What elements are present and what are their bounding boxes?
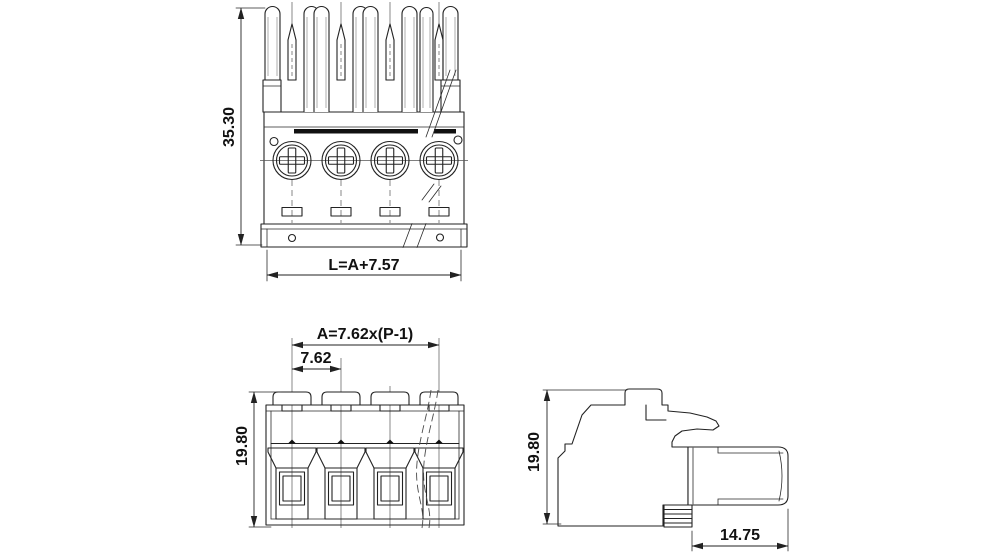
contact-bar [434,129,456,134]
dim-label-side-depth: 14.75 [720,527,760,544]
wire-slot [428,206,450,217]
wire-slot [330,206,352,217]
wire-slot [379,206,401,217]
dimension-height: 19.80 [234,391,282,528]
screw-head [321,140,361,181]
keying-bump [419,391,459,406]
dimension-depth: 14.75 [691,508,789,552]
dim-label-pitch-overall: A=7.62x(P-1) [317,326,414,343]
pin-tip [336,23,346,41]
side-profile [557,388,720,527]
housing-hole [453,135,463,145]
dim-label-front-height: 35.30 [221,107,238,147]
screw-head [272,140,312,181]
foot-block [663,504,693,528]
plug-face-view: A=7.62x(P-1) 7.62 19.80 [234,326,465,529]
wire-slot [281,206,303,217]
dimension-height: 35.30 [221,7,266,246]
mounting-flange [260,223,468,248]
dim-label-front-length: L=A+7.57 [328,257,399,274]
pin-tip [434,23,444,41]
plug-shroud [687,446,789,506]
dim-label-side-height: 19.80 [526,432,543,472]
keying-bump [272,391,312,406]
latch-step [645,404,667,421]
keying-bump [370,391,410,406]
keying-bump [321,391,361,406]
solder-pin-unit [419,6,461,113]
housing-outline [265,404,465,526]
pin-tip [287,23,297,41]
screw-head [370,140,410,181]
solder-pin-unit [262,6,320,113]
screw-head [419,140,459,181]
housing-hole [269,136,279,147]
dimension-pitch-overall: A=7.62x(P-1) [291,326,440,349]
break-lines [416,389,439,529]
front-view: 35.30 L=A+7.57 [221,2,468,282]
dimension-height: 19.80 [526,389,628,525]
pin-tip [385,23,395,41]
dimension-pitch: 7.62 [291,350,342,373]
dimension-length: L=A+7.57 [266,249,462,282]
side-view: 19.80 14.75 [526,388,789,552]
solder-pin-unit [362,6,418,113]
dim-label-face-height: 19.80 [234,426,251,466]
wire-entry [365,447,415,520]
contact-bar [294,129,418,134]
break-lines [421,69,457,203]
dim-label-pitch: 7.62 [300,350,331,367]
